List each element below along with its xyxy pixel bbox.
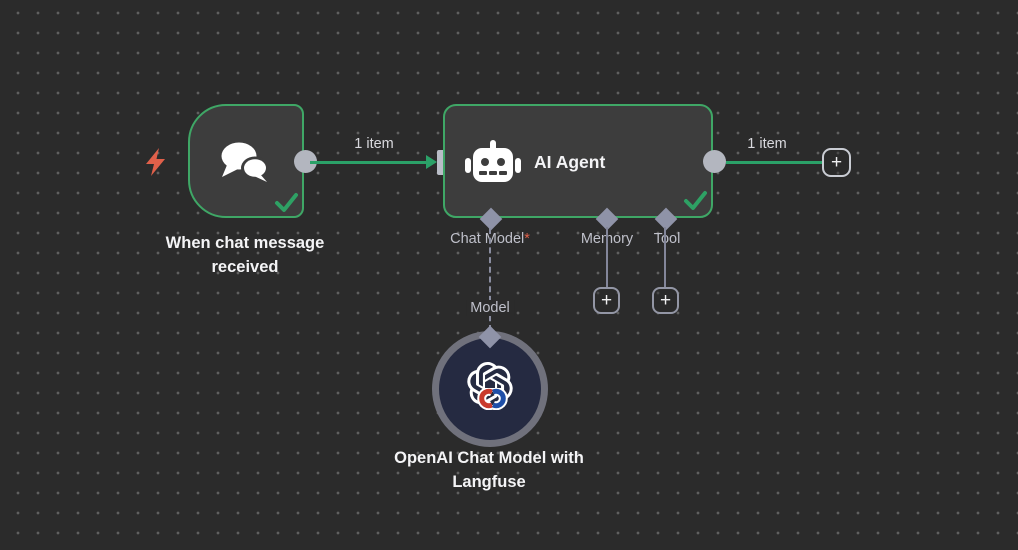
node-openai-chat-model[interactable]: [432, 331, 548, 447]
connection-items-label: 1 item: [747, 136, 787, 152]
node-chat-trigger[interactable]: [188, 104, 304, 218]
port-label-chat-model: Chat Model*: [450, 231, 530, 247]
port-label-text: Chat Model: [450, 231, 525, 247]
node-title-openai-model: OpenAI Chat Model with Langfuse: [394, 449, 584, 491]
connector-line-memory: [606, 227, 608, 289]
port-label-text: Tool: [653, 231, 681, 247]
add-memory-button[interactable]: +: [593, 287, 620, 314]
lightning-trigger-icon: [146, 148, 166, 181]
langfuse-badge-icon: [475, 386, 509, 415]
connection-arrow-icon: [426, 155, 437, 169]
port-label-tool: Tool: [654, 231, 681, 247]
plus-icon: +: [659, 289, 672, 311]
connector-line-tool: [664, 227, 666, 289]
output-connector-trigger[interactable]: [294, 150, 317, 173]
required-marker: *: [524, 231, 530, 247]
success-check-icon: [274, 192, 299, 219]
node-title-ai-agent: AI Agent: [534, 152, 606, 172]
input-connector-agent[interactable]: [437, 150, 447, 175]
connection-trigger-to-agent[interactable]: [310, 161, 426, 164]
add-tool-button[interactable]: +: [652, 287, 679, 314]
model-port-label: Model: [466, 300, 514, 316]
output-connector-agent[interactable]: [703, 150, 726, 173]
node-title-chat-trigger: When chat message received: [165, 234, 325, 276]
robot-icon: [463, 140, 523, 195]
connection-items-label: 1 item: [354, 136, 394, 152]
plus-icon: +: [600, 289, 613, 311]
add-next-node-button[interactable]: +: [822, 148, 851, 177]
connection-chat-model-to-openai[interactable]: [489, 228, 491, 331]
chat-bubbles-icon: [216, 139, 274, 194]
success-check-icon: [683, 190, 708, 217]
connection-agent-output[interactable]: [726, 161, 823, 164]
plus-icon: +: [830, 151, 843, 173]
